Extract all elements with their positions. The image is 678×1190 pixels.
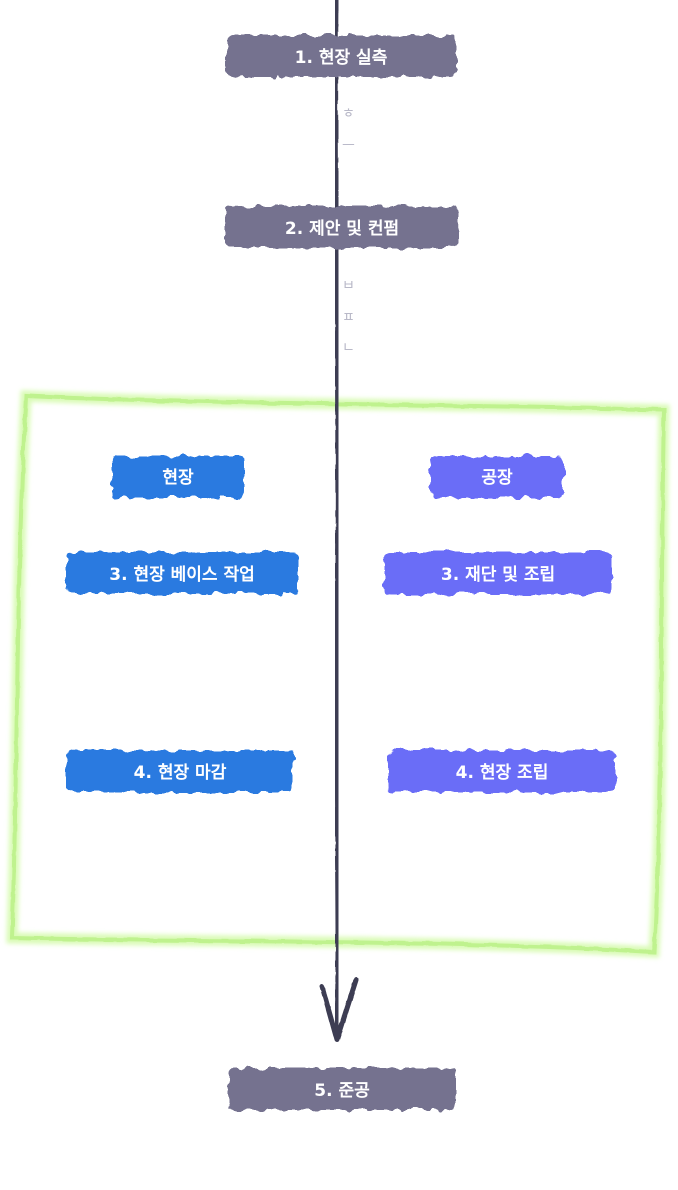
site-header-label: 현장 bbox=[162, 468, 194, 488]
step-2-pill: 2. 제안 및 컨펌 bbox=[226, 206, 458, 248]
step-1-pill: 1. 현장 실측 bbox=[226, 35, 456, 77]
flow-arrow bbox=[319, 0, 359, 1043]
svg-text:ㅎ: ㅎ bbox=[342, 106, 355, 122]
site-step-3-label: 3. 현장 베이스 작업 bbox=[109, 565, 255, 585]
factory-step-4-pill: 4. 현장 조립 bbox=[388, 750, 616, 792]
step-5-label: 5. 준공 bbox=[314, 1081, 370, 1101]
step-5-pill: 5. 준공 bbox=[228, 1068, 456, 1110]
factory-header-pill: 공장 bbox=[430, 456, 564, 498]
factory-step-3-label: 3. 재단 및 조립 bbox=[441, 565, 555, 585]
site-step-3-pill: 3. 현장 베이스 작업 bbox=[66, 552, 298, 594]
site-header-pill: 현장 bbox=[112, 456, 244, 498]
svg-text:ㅡ: ㅡ bbox=[342, 138, 355, 154]
faint-background-marks: ㅎ ㅡ ㅂ ㅍ ㄴ bbox=[342, 106, 355, 356]
step-1-label: 1. 현장 실측 bbox=[295, 48, 388, 68]
step-2-label: 2. 제안 및 컨펌 bbox=[285, 219, 399, 239]
svg-text:ㅍ: ㅍ bbox=[342, 310, 355, 326]
svg-text:ㅂ: ㅂ bbox=[342, 278, 355, 294]
site-step-4-pill: 4. 현장 마감 bbox=[66, 750, 294, 792]
parallel-work-frame bbox=[6, 390, 670, 958]
site-step-4-label: 4. 현장 마감 bbox=[134, 763, 227, 783]
factory-step-3-pill: 3. 재단 및 조립 bbox=[384, 552, 612, 594]
svg-text:ㄴ: ㄴ bbox=[342, 340, 355, 356]
factory-header-label: 공장 bbox=[481, 468, 513, 488]
factory-step-4-label: 4. 현장 조립 bbox=[456, 763, 549, 783]
